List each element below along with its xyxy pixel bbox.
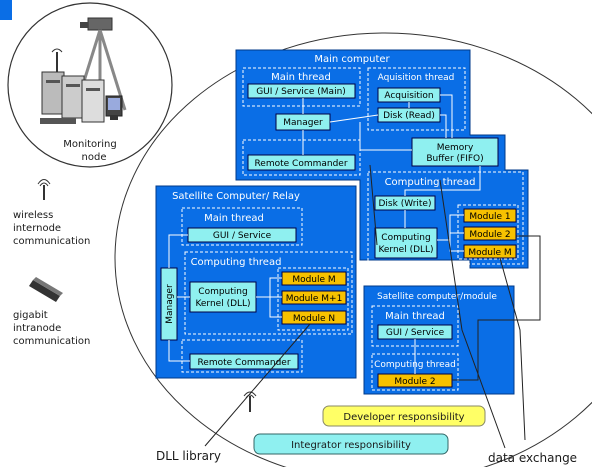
main-computing-thread-label: Computing thread	[385, 177, 476, 188]
main-remote-commander-label: Remote Commander	[254, 159, 347, 169]
main-connectors	[302, 94, 481, 252]
main-kernel-label-line2: Kernel (DLL)	[378, 245, 433, 255]
relay-modules-frame	[277, 267, 349, 331]
satellite-module-title: Satellite computer/module	[377, 292, 497, 302]
data-exchange-label: data exchange	[488, 451, 577, 465]
main-modules-frame	[457, 204, 519, 260]
main-kernel-label-line1: Computing	[381, 233, 430, 243]
relay-kernel-box	[189, 281, 257, 313]
main-gui-service-label: GUI / Service (Main)	[256, 87, 346, 97]
main-computer-container	[235, 49, 529, 269]
main-gui-service-box	[247, 83, 356, 99]
monitoring-label-line2: node	[82, 152, 107, 163]
developer-legend-box	[322, 405, 486, 427]
main-manager-label: Manager	[283, 118, 323, 128]
relay-gui-service-label: GUI / Service	[213, 231, 272, 241]
data-exchange-lines	[369, 164, 541, 449]
gigabit-label-line2: intranode	[13, 323, 61, 334]
satellite-relay: Satellite Computer/ Relay Main thread GU…	[155, 185, 357, 379]
relay-manager-label: Manager	[165, 284, 175, 324]
main-kernel-box	[374, 227, 438, 259]
integrator-legend-label: Integrator responsibility	[291, 440, 411, 451]
main-thread-label: Main thread	[271, 72, 331, 83]
monitor-icon	[105, 95, 123, 120]
module-main-thread-frame	[371, 305, 459, 347]
memory-buffer-box	[411, 137, 499, 167]
satellite-relay-title: Satellite Computer/ Relay	[172, 191, 300, 202]
relay-module-m-label: Module M	[292, 275, 335, 285]
corner-marker	[0, 0, 12, 20]
developer-legend-label: Developer responsibility	[343, 412, 464, 423]
main-thread-frame	[242, 67, 361, 107]
relay-kernel-label-line2: Kernel (DLL)	[195, 299, 250, 309]
relay-computing-thread-label: Computing thread	[191, 257, 282, 268]
acq-thread-frame	[367, 67, 466, 131]
relay-module-n-label: Module N	[293, 314, 335, 324]
network-circle	[114, 32, 592, 467]
relay-remote-frame	[181, 339, 303, 373]
gigabit-label-line1: gigabit	[13, 310, 48, 321]
bottom-antenna-icon	[243, 391, 257, 412]
main-computer-title: Main computer	[314, 54, 390, 65]
satellite-module: Satellite computer/module Main thread GU…	[363, 285, 515, 395]
gigabit-cable-icon	[29, 277, 63, 302]
dll-library-label: DLL library	[156, 449, 221, 463]
main-module-1-label: Module 1	[469, 212, 510, 222]
monitoring-node: Monitoring node	[7, 2, 173, 168]
wireless-label-line2: internode	[13, 223, 61, 234]
gigabit-label-line3: communication	[13, 336, 90, 347]
module-module-2-label: Module 2	[394, 377, 435, 387]
memory-buffer-label-line2: Buffer (FIFO)	[426, 154, 483, 164]
disk-write-label: Disk (Write)	[379, 199, 432, 209]
relay-module-m1-label: Module M+1	[286, 294, 343, 304]
relay-remote-commander-label: Remote Commander	[197, 358, 290, 368]
relay-kernel-label-line1: Computing	[198, 287, 247, 297]
relay-computing-thread-frame	[184, 251, 353, 335]
monitoring-label-line1: Monitoring	[63, 139, 116, 150]
main-remote-commander-box	[247, 154, 356, 171]
wireless-label-line1: wireless	[13, 210, 53, 221]
main-remote-frame	[242, 139, 361, 176]
dll-callout-line	[204, 323, 311, 447]
main-computer: Main computer Main thread GUI / Service …	[235, 49, 529, 269]
integrator-legend-box	[253, 433, 449, 455]
main-module-2-label: Module 2	[469, 230, 510, 240]
memory-buffer-label-line1: Memory	[437, 143, 474, 153]
relay-main-thread-frame	[181, 207, 303, 246]
main-module-m-label: Module M	[468, 248, 511, 258]
relay-connectors	[168, 234, 282, 362]
acq-thread-label: Aquisition thread	[378, 73, 455, 83]
antenna-icon	[51, 48, 63, 72]
disk-read-label: Disk (Read)	[383, 111, 435, 121]
wireless-icon	[37, 179, 51, 200]
acquisition-label: Acquisition	[384, 91, 433, 101]
main-computing-thread-frame	[367, 171, 524, 265]
relay-main-thread-label: Main thread	[204, 213, 264, 224]
module-gui-service-label: GUI / Service	[386, 328, 445, 338]
module-main-thread-label: Main thread	[385, 311, 445, 322]
server-rack-icon	[40, 71, 105, 124]
wireless-label-line3: communication	[13, 236, 90, 247]
